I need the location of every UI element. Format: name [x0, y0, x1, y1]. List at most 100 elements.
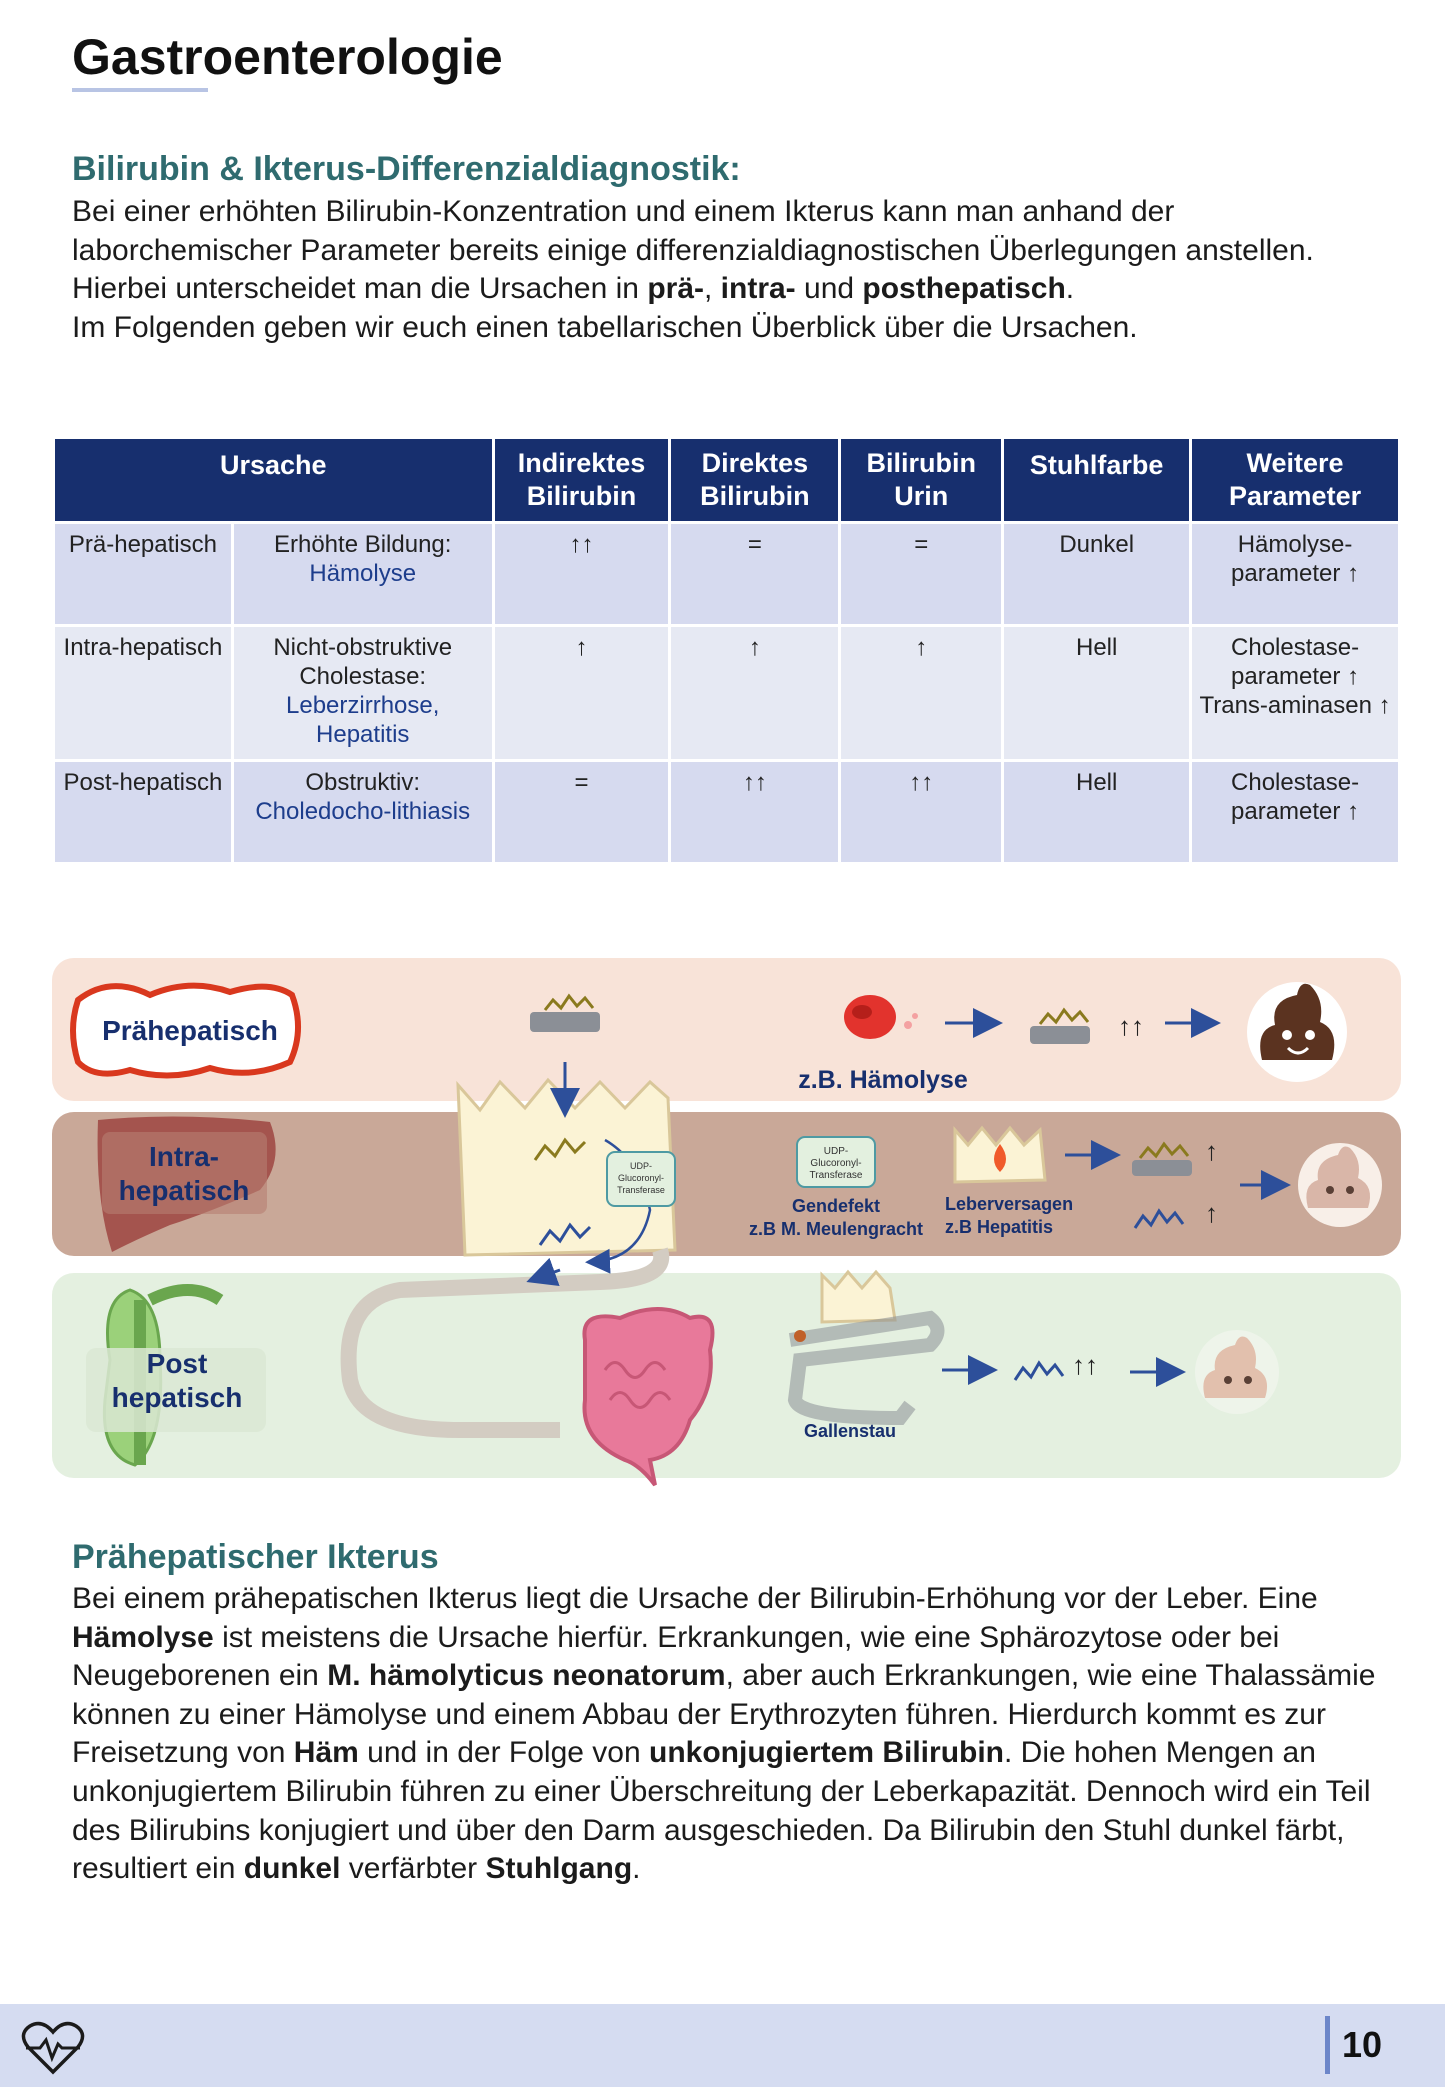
row-cause: Erhöhte Bildung:Hämolyse: [233, 524, 492, 624]
row-cause: Nicht-obstruktive Cholestase:Leberzirrho…: [233, 627, 492, 759]
intro-line-2-start: Hierbei unterscheidet man die Ursachen i…: [72, 272, 648, 306]
term-stuhlgang: Stuhlgang: [485, 1852, 633, 1886]
section-heading-bilirubin: Bilirubin & Ikterus-Differenzialdiagnost…: [72, 150, 741, 188]
text-part: ist meistens die Ursache hierfür. Erkran…: [72, 1620, 1280, 1693]
tray-icon: [530, 1012, 600, 1032]
row-type: Prä-hepatisch: [55, 524, 231, 624]
row-cause: Obstruktiv:Choledocho-lithiasis: [233, 762, 492, 862]
title-underline: [72, 88, 208, 92]
hemolysis-caption: z.B. Hämolyse: [798, 1066, 968, 1094]
row-urine: ↑↑: [841, 762, 1002, 862]
text-part: .: [632, 1852, 641, 1886]
term-post: posthepatisch: [862, 272, 1066, 306]
post-label-2: hepatisch: [112, 1382, 243, 1413]
header-stool: Stuhlfarbe: [1004, 439, 1190, 521]
text-part: verfärbter: [340, 1852, 486, 1886]
prehepatic-paragraph: Bei einem prähepatischen Ikterus liegt d…: [72, 1580, 1382, 1889]
enzyme-label-2: Glucoronyl-: [810, 1158, 861, 1169]
bilirubin-conj-icon: [538, 1222, 592, 1246]
table-row: Intra-hepatisch Nicht-obstruktive Choles…: [55, 627, 1398, 759]
bilirubin-unconj-icon: [1138, 1141, 1190, 1159]
cause-example: Hämolyse: [309, 560, 417, 587]
gallstone-icon: [794, 1330, 806, 1342]
row-direct: ↑: [671, 627, 839, 759]
row-indirect: ↑↑: [494, 524, 669, 624]
increase-arrows: ↑↑: [1118, 1011, 1144, 1041]
intro-and: und: [795, 272, 863, 306]
row-type: Post-hepatisch: [55, 762, 231, 862]
intro-sep: ,: [704, 272, 721, 306]
enzyme-label-1: UDP-: [630, 1161, 652, 1171]
header-indirect: Indirektes Bilirubin: [494, 439, 669, 521]
gendefekt-label-2: z.B M. Meulengracht: [749, 1219, 923, 1239]
row-urine: ↑: [841, 627, 1002, 759]
enzyme-label-3: Transferase: [810, 1170, 863, 1181]
term-prae: prä-: [647, 272, 704, 306]
row-indirect: ↑: [494, 627, 669, 759]
row-indirect: =: [494, 762, 669, 862]
enzyme-label-3: Transferase: [617, 1185, 665, 1195]
gendefekt-label-1: Gendefekt: [792, 1196, 880, 1216]
page-number: 10: [1342, 2024, 1383, 2065]
bilirubin-unconj-icon: [533, 1137, 587, 1161]
cause-text: Nicht-obstruktive Cholestase:: [273, 634, 453, 690]
bilirubin-unconj-icon: [1038, 1007, 1090, 1025]
enzyme-label-1: UDP-: [824, 1146, 848, 1157]
post-label-box: [86, 1348, 266, 1432]
prehepatic-badge: [70, 982, 302, 1079]
table-row: Prä-hepatisch Erhöhte Bildung:Hämolyse ↑…: [55, 524, 1398, 624]
prehepatic-label: Prähepatisch: [102, 1015, 278, 1046]
gallenstau-label: Gallenstau: [804, 1421, 896, 1441]
differential-table: Ursache Indirektes Bilirubin Direktes Bi…: [52, 436, 1401, 865]
term-dunkel: dunkel: [243, 1852, 341, 1886]
row-direct: ↑↑: [671, 762, 839, 862]
increase-arrows: ↑↑: [1072, 1350, 1098, 1380]
footer-bar: [0, 2004, 1445, 2087]
cause-example: Choledocho-lithiasis: [255, 798, 471, 825]
row-direct: =: [671, 524, 839, 624]
increase-arrow: ↑: [1205, 1136, 1218, 1166]
enzyme-box: [606, 1151, 676, 1207]
tray-icon: [1030, 1026, 1090, 1044]
term-intra: intra-: [720, 272, 796, 306]
leberversagen-label-2: z.B Hepatitis: [945, 1217, 1053, 1237]
term-morbus: M. hämolyticus neonatorum: [327, 1659, 726, 1693]
band-intrahepatic: [52, 1112, 1401, 1256]
blocked-duct-icon: [787, 1310, 945, 1426]
leberversagen-label-1: Leberversagen: [945, 1194, 1073, 1214]
red-blood-cell-icon: [844, 995, 896, 1039]
section-heading-prehepatic: Prähepatischer Ikterus: [72, 1538, 439, 1576]
text-part: . Die hohen Mengen an unkonjugiertem Bil…: [72, 1736, 1371, 1886]
bilirubin-conj-icon: [1133, 1208, 1185, 1229]
page-title: Gastroenterologie: [72, 29, 503, 85]
intra-label-2: hepatisch: [119, 1175, 250, 1206]
tray-icon: [1132, 1160, 1192, 1176]
header-direct: Direktes Bilirubin: [671, 439, 839, 521]
arrow-left-icon: [526, 1257, 561, 1287]
text-part: , aber auch Erkrankungen, wie eine Thala…: [72, 1659, 1376, 1770]
row-further: Cholestase-parameter ↑ Trans-aminasen ↑: [1192, 627, 1398, 759]
row-stool: Hell: [1004, 627, 1190, 759]
post-label-1: Post: [147, 1348, 208, 1379]
term-unconj-bilirubin: unkonjugiertem Bilirubin: [649, 1736, 1005, 1770]
text-part: Bei einem prähepatischen Ikterus liegt d…: [72, 1582, 1318, 1615]
row-urine: =: [841, 524, 1002, 624]
table-row: Post-hepatisch Obstruktiv:Choledocho-lit…: [55, 762, 1398, 862]
cause-text: Erhöhte Bildung:: [273, 531, 452, 558]
intra-label-1: Intra-: [149, 1141, 219, 1172]
intro-period: .: [1065, 272, 1075, 306]
term-haemolyse: Hämolyse: [72, 1620, 214, 1654]
header-further: Weitere Parameter: [1192, 439, 1398, 521]
text-part: und in der Folge von: [358, 1736, 649, 1770]
inflamed-liver-icon: [820, 1269, 897, 1324]
row-stool: Hell: [1004, 762, 1190, 862]
bile-duct-path: [340, 1247, 670, 1438]
header-ursache: Ursache: [55, 439, 492, 521]
cause-text: Obstruktiv:: [305, 769, 421, 796]
bilirubin-unconj-icon: [543, 993, 595, 1011]
intestine-icon: [582, 1307, 715, 1487]
row-further: Cholestase-parameter ↑: [1192, 762, 1398, 862]
intro-line-1: Bei einer erhöhten Bilirubin-Konzentrati…: [72, 195, 1314, 267]
intro-paragraph: Bei einer erhöhten Bilirubin-Konzentrati…: [72, 193, 1382, 347]
enzyme-box: [796, 1136, 876, 1188]
